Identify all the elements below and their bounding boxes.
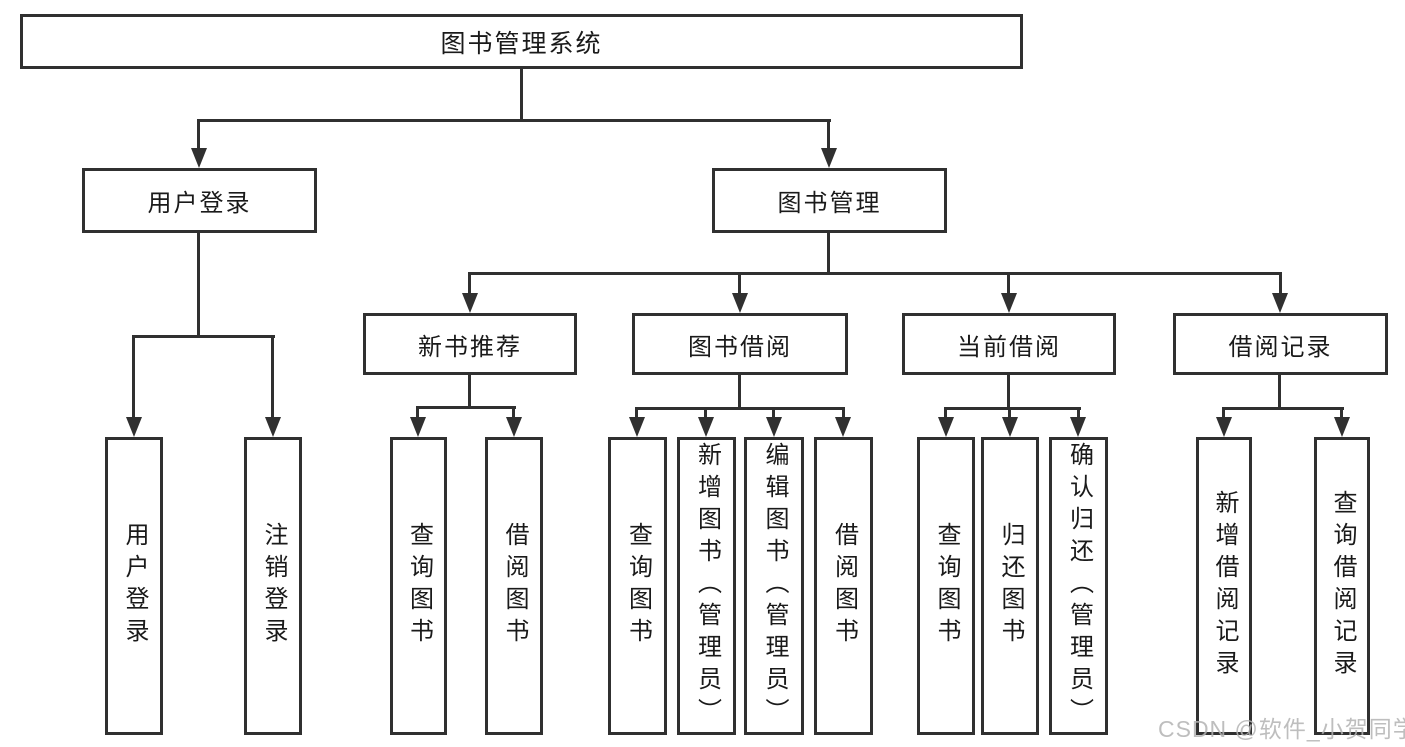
leaf-cb-return-books-label: 归还图书 — [997, 522, 1024, 650]
connector-records-rail — [1222, 407, 1344, 410]
arrow-down-icon — [410, 417, 426, 437]
connector-newbook-drop-1 — [416, 406, 419, 417]
connector-records-drop-2 — [1340, 407, 1343, 417]
node-borrow-records: 借阅记录 — [1173, 313, 1388, 375]
connector-bookmgmt-drop-1 — [468, 272, 471, 293]
leaf-br-add-record: 新增借阅记录 — [1196, 437, 1252, 735]
connector-borrow-rail — [635, 407, 845, 410]
node-current-borrow-label: 当前借阅 — [957, 333, 1061, 361]
leaf-logout-label: 注销登录 — [260, 522, 287, 650]
arrow-down-icon — [1070, 417, 1086, 437]
connector-root-drop-right — [827, 119, 830, 149]
connector-userlogin-drop-1 — [132, 335, 135, 417]
arrow-down-icon — [1002, 417, 1018, 437]
node-new-book-recommend-label: 新书推荐 — [418, 333, 522, 361]
arrow-down-icon — [1216, 417, 1232, 437]
connector-bookmgmt-drop-3 — [1007, 272, 1010, 293]
connector-borrow-drop-4 — [842, 407, 845, 417]
leaf-nb-borrow-books-label: 借阅图书 — [501, 522, 528, 650]
leaf-br-query-record-label: 查询借阅记录 — [1329, 490, 1356, 682]
connector-newbook-rail — [416, 406, 516, 409]
arrow-down-icon — [732, 293, 748, 313]
leaf-user-login-label: 用户登录 — [121, 522, 148, 650]
arrow-down-icon — [1272, 293, 1288, 313]
node-book-borrow-label: 图书借阅 — [688, 333, 792, 361]
connector-records-drop-1 — [1222, 407, 1225, 417]
arrow-down-icon — [191, 148, 207, 168]
node-book-borrow: 图书借阅 — [632, 313, 848, 375]
arrow-down-icon — [821, 148, 837, 168]
leaf-bb-query-books-label: 查询图书 — [624, 522, 652, 650]
arrow-down-icon — [1001, 293, 1017, 313]
arrow-down-icon — [1334, 417, 1350, 437]
connector-borrow-drop-3 — [772, 407, 775, 417]
node-user-login-label: 用户登录 — [147, 190, 252, 217]
connector-current-stem — [1007, 375, 1010, 407]
node-root: 图书管理系统 — [20, 14, 1023, 69]
leaf-br-query-record: 查询借阅记录 — [1314, 437, 1370, 735]
connector-newbook-stem — [468, 375, 471, 406]
connector-borrow-stem — [738, 375, 741, 407]
leaf-br-add-record-label: 新增借阅记录 — [1211, 490, 1238, 682]
arrow-down-icon — [766, 417, 782, 437]
arrow-down-icon — [698, 417, 714, 437]
connector-current-drop-1 — [944, 407, 947, 417]
leaf-cb-query-books: 查询图书 — [917, 437, 975, 735]
leaf-bb-edit-books-admin: 编辑图书（管理员） — [744, 437, 804, 735]
connector-newbook-drop-2 — [512, 406, 515, 417]
leaf-bb-add-books-admin: 新增图书（管理员） — [677, 437, 736, 735]
csdn-watermark: CSDN @软件_小贺同学 — [1158, 716, 1405, 742]
connector-current-rail — [944, 407, 1081, 410]
leaf-cb-query-books-label: 查询图书 — [933, 522, 960, 650]
leaf-nb-query-books-label: 查询图书 — [405, 522, 433, 650]
connector-bookmgmt-rail — [468, 272, 1282, 275]
node-root-label: 图书管理系统 — [440, 29, 603, 58]
node-book-management: 图书管理 — [712, 168, 947, 233]
connector-borrow-drop-2 — [704, 407, 707, 417]
connector-current-drop-2 — [1008, 407, 1011, 417]
leaf-bb-borrow-books-label: 借阅图书 — [830, 522, 858, 650]
leaf-nb-borrow-books: 借阅图书 — [485, 437, 543, 735]
node-user-login: 用户登录 — [82, 168, 317, 233]
connector-bookmgmt-drop-2 — [738, 272, 741, 293]
leaf-user-login: 用户登录 — [105, 437, 163, 735]
connector-root-rail — [197, 119, 831, 122]
connector-userlogin-drop-2 — [271, 335, 274, 417]
node-borrow-records-label: 借阅记录 — [1228, 333, 1333, 361]
leaf-cb-return-books: 归还图书 — [981, 437, 1039, 735]
leaf-cb-confirm-return-admin-label: 确认归还（管理员） — [1065, 442, 1093, 730]
leaf-bb-edit-books-admin-label: 编辑图书（管理员） — [761, 442, 788, 730]
node-new-book-recommend: 新书推荐 — [363, 313, 577, 375]
arrow-down-icon — [629, 417, 645, 437]
leaf-nb-query-books: 查询图书 — [390, 437, 447, 735]
leaf-logout: 注销登录 — [244, 437, 302, 735]
arrow-down-icon — [506, 417, 522, 437]
leaf-bb-query-books: 查询图书 — [608, 437, 667, 735]
connector-userlogin-rail — [132, 335, 275, 338]
connector-bookmgmt-drop-4 — [1279, 272, 1282, 293]
arrow-down-icon — [835, 417, 851, 437]
connector-root-drop-left — [197, 119, 200, 149]
connector-userlogin-stem — [197, 233, 200, 335]
connector-borrow-drop-1 — [635, 407, 638, 417]
leaf-bb-add-books-admin-label: 新增图书（管理员） — [693, 442, 721, 730]
connector-bookmgmt-stem — [827, 233, 830, 272]
arrow-down-icon — [938, 417, 954, 437]
arrow-down-icon — [126, 417, 142, 437]
connector-root-stem — [520, 69, 523, 119]
node-book-management-label: 图书管理 — [777, 190, 882, 217]
connector-current-drop-3 — [1077, 407, 1080, 417]
leaf-bb-borrow-books: 借阅图书 — [814, 437, 873, 735]
node-current-borrow: 当前借阅 — [902, 313, 1116, 375]
arrow-down-icon — [462, 293, 478, 313]
connector-records-stem — [1278, 375, 1281, 407]
leaf-cb-confirm-return-admin: 确认归还（管理员） — [1049, 437, 1108, 735]
arrow-down-icon — [265, 417, 281, 437]
